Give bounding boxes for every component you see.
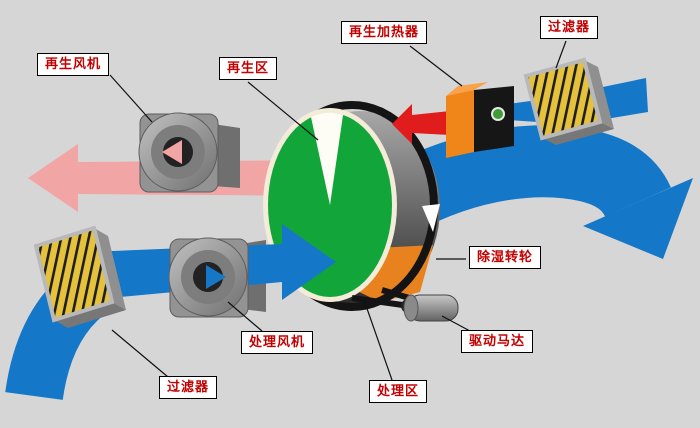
- process-fan-flow-arrow: [206, 265, 226, 289]
- process-fan-component: [168, 237, 249, 318]
- regen-fan-component: [138, 112, 219, 193]
- label-process-zone: 处理区: [369, 380, 428, 403]
- leader-lines: [109, 40, 567, 381]
- label-filter-bottom: 过滤器: [159, 376, 218, 399]
- label-drive-motor: 驱动马达: [461, 330, 534, 353]
- label-process-fan: 处理风机: [241, 331, 314, 354]
- dry-air-output-arrow: [382, 125, 693, 259]
- label-regen-zone: 再生区: [219, 57, 278, 80]
- label-filter-top: 过滤器: [540, 16, 599, 39]
- filter-bottom-component: [33, 225, 126, 328]
- hot-air-arrow: [392, 104, 450, 144]
- dehumidification-wheel: [263, 101, 440, 311]
- label-regen-fan: 再生风机: [37, 53, 110, 76]
- regen-fan-flow-arrow: [162, 140, 182, 164]
- regen-heater: [446, 82, 514, 158]
- heater-indicator-light: [491, 107, 505, 121]
- regen-air-inlet-duct: [598, 78, 648, 120]
- label-dehumid-wheel: 除湿转轮: [469, 246, 542, 269]
- filter-top-component: [523, 57, 614, 145]
- label-regen-heater: 再生加热器: [341, 21, 428, 44]
- rotation-arrow: [422, 204, 440, 232]
- drive-motor: [351, 287, 459, 322]
- wheel-regen-sector: [311, 112, 343, 205]
